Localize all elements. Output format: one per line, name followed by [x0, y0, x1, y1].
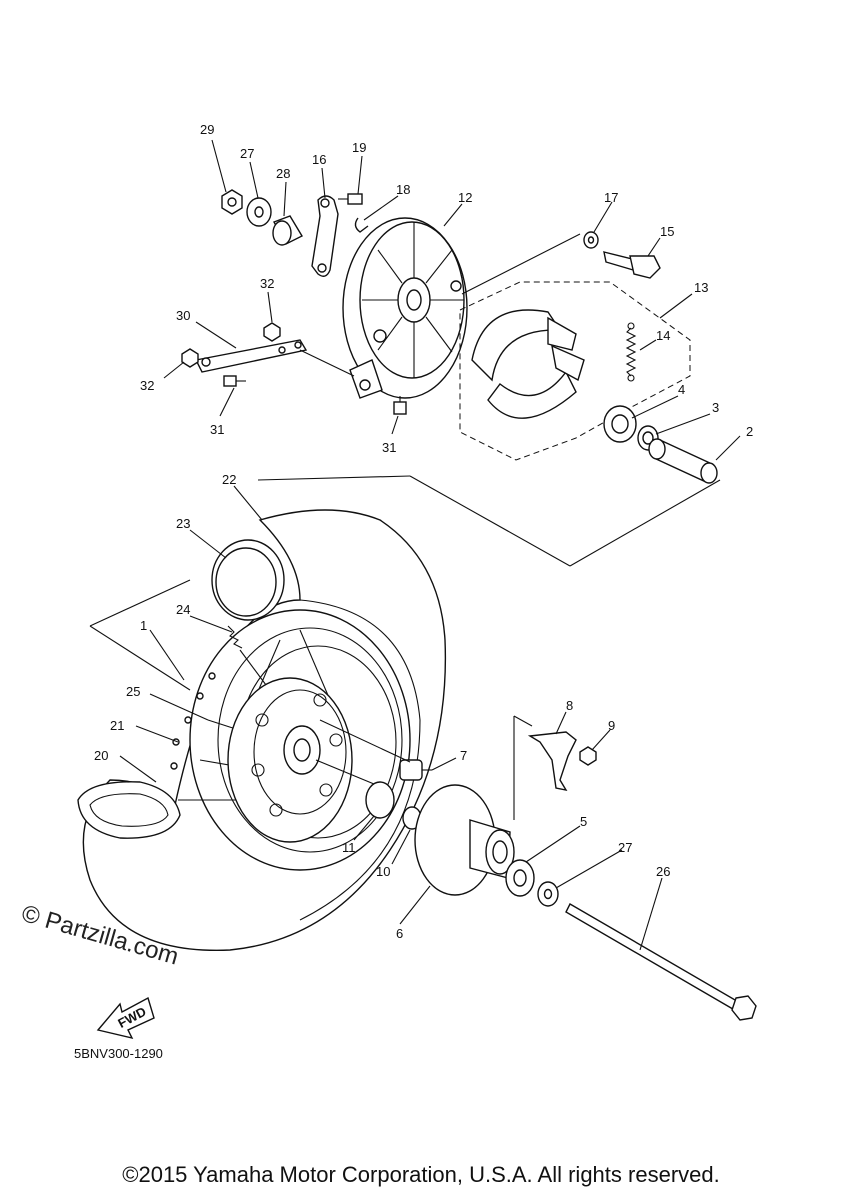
- callout-14: 14: [656, 328, 670, 343]
- tension-bar-30[interactable]: [194, 339, 308, 373]
- clutch-hub-6[interactable]: [414, 784, 515, 896]
- callout-6: 6: [396, 926, 403, 941]
- callout-25: 25: [126, 684, 140, 699]
- bolt-19[interactable]: [338, 193, 363, 205]
- callout-1: 1: [140, 618, 147, 633]
- callout-24: 24: [176, 602, 190, 617]
- spoke-nipples-21[interactable]: [170, 672, 216, 770]
- callout-19: 19: [352, 140, 366, 155]
- spacer-2[interactable]: [648, 438, 718, 484]
- nut-32-top[interactable]: [263, 322, 281, 342]
- nut-9[interactable]: [579, 746, 597, 766]
- callout-20: 20: [94, 748, 108, 763]
- camshaft-lever-16[interactable]: [311, 195, 339, 277]
- callout-31-left: 31: [210, 422, 224, 437]
- tube-20[interactable]: [77, 781, 181, 839]
- washer-27-lower[interactable]: [537, 881, 559, 907]
- callout-28: 28: [276, 166, 290, 181]
- valve-24[interactable]: [227, 625, 243, 649]
- callout-26: 26: [656, 864, 670, 879]
- leader-lines: [89, 139, 741, 951]
- washer-17[interactable]: [583, 231, 599, 249]
- brake-shoe-13[interactable]: [471, 309, 585, 419]
- nut-32-left[interactable]: [181, 348, 199, 368]
- callout-32-left: 32: [140, 378, 154, 393]
- callout-9: 9: [608, 718, 615, 733]
- callout-30: 30: [176, 308, 190, 323]
- callout-23: 23: [176, 516, 190, 531]
- callout-15: 15: [660, 224, 674, 239]
- bolt-31-right[interactable]: [393, 396, 407, 415]
- callout-16: 16: [312, 152, 326, 167]
- copyright-notice: ©2015 Yamaha Motor Corporation, U.S.A. A…: [122, 1162, 720, 1187]
- brake-shoe-kit-outline: [459, 281, 691, 461]
- spacer-flange-3[interactable]: [637, 425, 659, 451]
- callout-13: 13: [694, 280, 708, 295]
- axle-26[interactable]: [565, 903, 757, 1021]
- camshaft-15[interactable]: [603, 251, 661, 279]
- callout-27-lower: 27: [618, 840, 632, 855]
- callout-27-top: 27: [240, 146, 254, 161]
- locking-plate-8[interactable]: [527, 731, 577, 791]
- callout-labels: 1 2 3 4 5 6 7 8 9 10 11 12 13 14 15 16 1…: [94, 122, 753, 941]
- rim-band-23[interactable]: [211, 539, 285, 621]
- nut-29[interactable]: [221, 189, 243, 215]
- damper-7[interactable]: [399, 759, 432, 781]
- callout-2: 2: [746, 424, 753, 439]
- callout-12: 12: [458, 190, 472, 205]
- diagram-code: 5BNV300-1290: [74, 1046, 163, 1061]
- collar-28[interactable]: [272, 215, 303, 246]
- callout-32-top: 32: [260, 276, 274, 291]
- callout-17: 17: [604, 190, 618, 205]
- callout-3: 3: [712, 400, 719, 415]
- callout-11: 11: [342, 840, 356, 855]
- callout-7: 7: [460, 748, 467, 763]
- callout-18: 18: [396, 182, 410, 197]
- bearing-5[interactable]: [505, 859, 535, 897]
- callout-31-right: 31: [382, 440, 396, 455]
- bolt-31-left[interactable]: [223, 375, 246, 387]
- callout-8: 8: [566, 698, 573, 713]
- clip-18[interactable]: [354, 217, 369, 233]
- fwd-arrow: FWD: [96, 996, 155, 1040]
- callout-22: 22: [222, 472, 236, 487]
- wheel-hub[interactable]: [227, 677, 353, 843]
- callout-21: 21: [110, 718, 124, 733]
- brake-shoe-plate-12[interactable]: [342, 217, 468, 399]
- o-ring-11[interactable]: [365, 781, 395, 819]
- callout-10: 10: [376, 864, 390, 879]
- bearing-4[interactable]: [603, 405, 637, 443]
- callout-4: 4: [678, 382, 685, 397]
- spring-14[interactable]: [625, 322, 637, 382]
- washer-27-top[interactable]: [246, 197, 272, 227]
- callout-29: 29: [200, 122, 214, 137]
- callout-5: 5: [580, 814, 587, 829]
